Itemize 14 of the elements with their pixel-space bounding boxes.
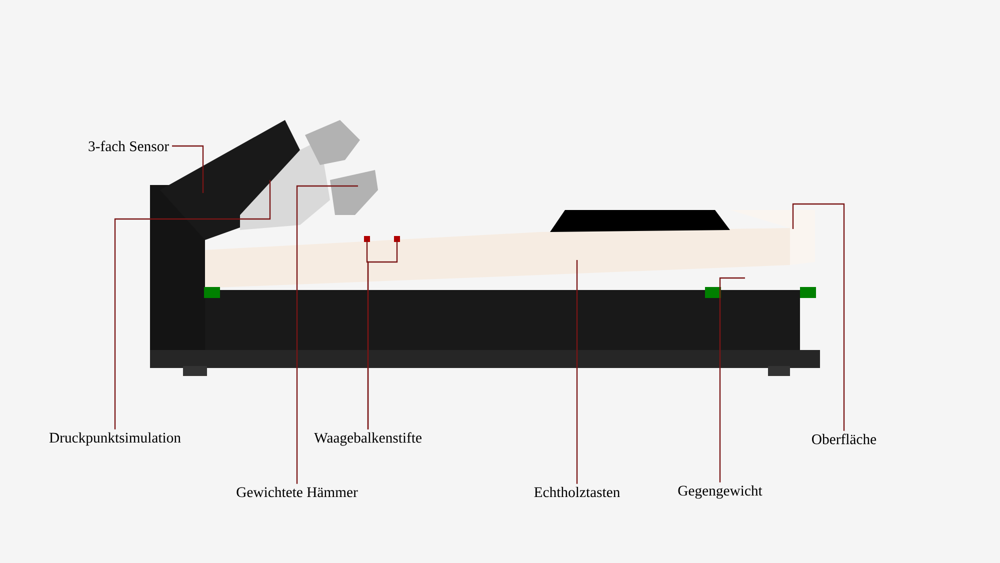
leader-line [576, 260, 578, 484]
leader-line [792, 203, 845, 431]
leader-line [172, 145, 204, 193]
leader-line [719, 277, 745, 482]
leader-line [367, 240, 398, 430]
callout-label: 3-fach Sensor [88, 140, 169, 152]
leader-line [114, 180, 271, 430]
callout-label: Gewichtete Hämmer [236, 486, 358, 498]
callout-label: Echtholztasten [534, 486, 620, 498]
callout-label: Gegengewicht [678, 485, 762, 499]
callout-label: Druckpunktsimulation [49, 432, 181, 446]
callout-label: Oberfläche [812, 434, 876, 444]
callout-label: Waagebalkenstifte [314, 432, 422, 446]
leader-line [296, 185, 358, 484]
